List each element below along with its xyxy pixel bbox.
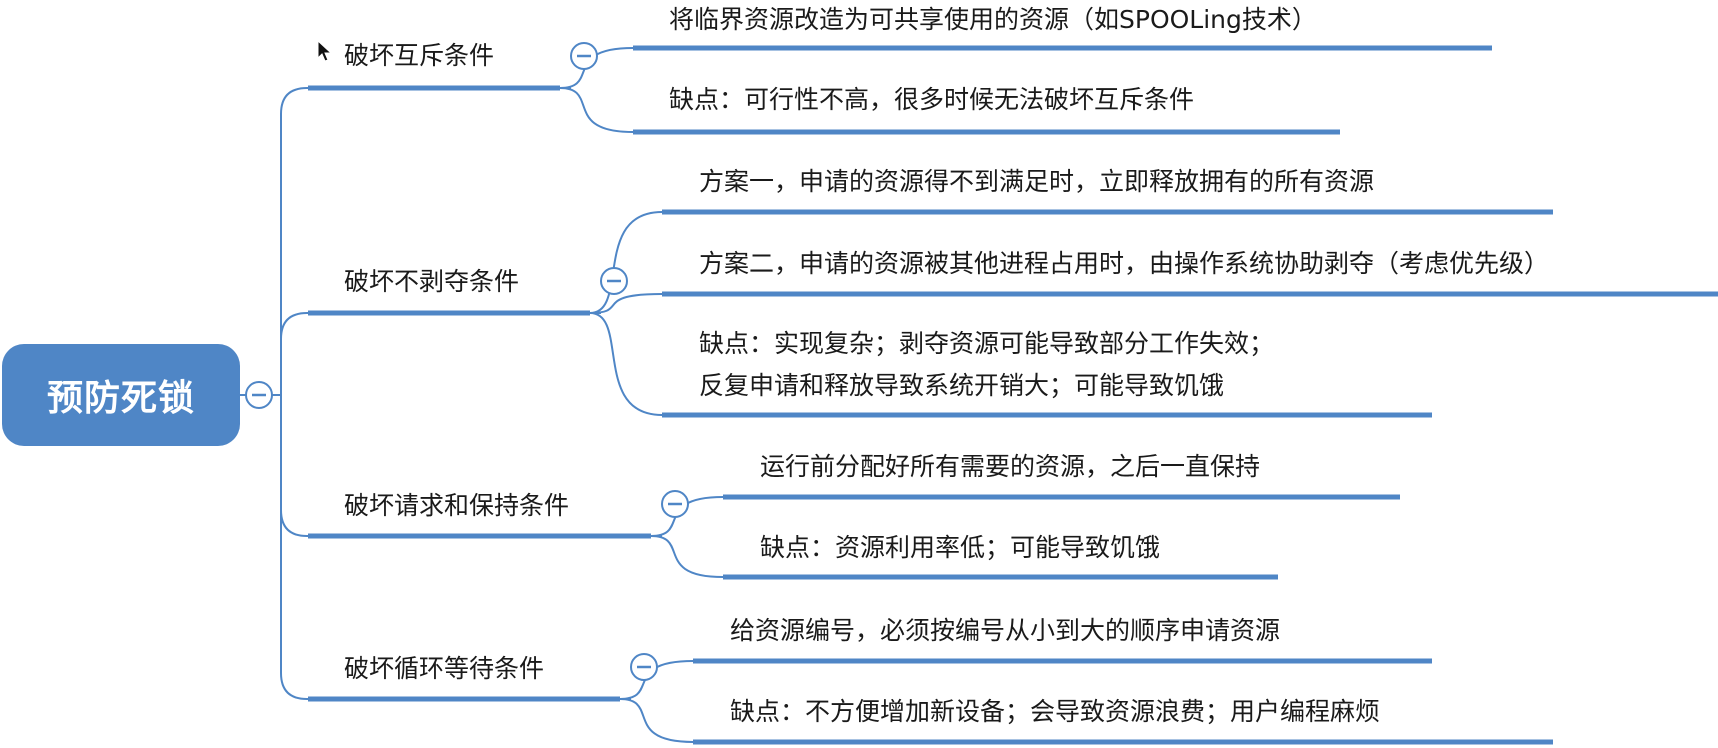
leaf-connector-1-2 [589,312,663,416]
branch-label-mutual-exclusion[interactable]: 破坏互斥条件 [344,41,495,70]
branch-collapse-minus-icon-1[interactable] [600,267,628,295]
leaf-label-preempt-drawback-line2[interactable]: 反复申请和释放导致系统开销大；可能导致饥饿 [699,371,1225,400]
branch-label-no-preemption[interactable]: 破坏不剥夺条件 [344,267,520,296]
leaf-connector-1-1 [589,293,663,314]
leaf-label-mutex-drawback[interactable]: 缺点：可行性不高，很多时候无法破坏互斥条件 [669,85,1195,114]
mouse-pointer-icon [317,40,333,62]
leaf-label-hold-drawback[interactable]: 缺点：资源利用率低；可能导致饥饿 [760,533,1161,562]
leaf-connector-2-1 [650,535,724,578]
branch-label-circular-wait[interactable]: 破坏循环等待条件 [344,654,545,683]
branch-label-hold-and-wait[interactable]: 破坏请求和保持条件 [344,491,570,520]
root-node[interactable]: 预防死锁 [2,344,240,446]
branch-collapse-minus-icon-3[interactable] [630,653,658,681]
branch-collapse-minus-icon-2[interactable] [661,490,689,518]
leaf-label-ordered-request[interactable]: 给资源编号，必须按编号从小到大的顺序申请资源 [730,616,1281,645]
leaf-connector-0-1 [559,87,634,133]
leaf-label-plan-one[interactable]: 方案一，申请的资源得不到满足时，立即释放拥有的所有资源 [699,167,1375,196]
leaf-connector-3-1 [619,698,694,743]
leaf-connector-1-0 [589,211,663,314]
leaf-label-circular-drawback[interactable]: 缺点：不方便增加新设备；会导致资源浪费；用户编程麻烦 [730,697,1381,726]
spine-connector-1 [280,312,308,395]
leaf-label-plan-two[interactable]: 方案二，申请的资源被其他进程占用时，由操作系统协助剥夺（考虑优先级） [699,249,1550,278]
root-collapse-minus-icon[interactable] [245,381,273,409]
spine-connector-3 [280,395,308,700]
spine-connector-0 [280,87,308,395]
leaf-label-preempt-drawback-line1[interactable]: 缺点：实现复杂；剥夺资源可能导致部分工作失效； [699,329,1275,358]
leaf-label-preallocate[interactable]: 运行前分配好所有需要的资源，之后一直保持 [760,452,1261,481]
root-label: 预防死锁 [46,378,195,419]
branch-collapse-minus-icon-0[interactable] [570,42,598,70]
spine-connector-2 [280,395,308,537]
leaf-label-spooling[interactable]: 将临界资源改造为可共享使用的资源（如SPOOLing技术） [669,5,1317,34]
